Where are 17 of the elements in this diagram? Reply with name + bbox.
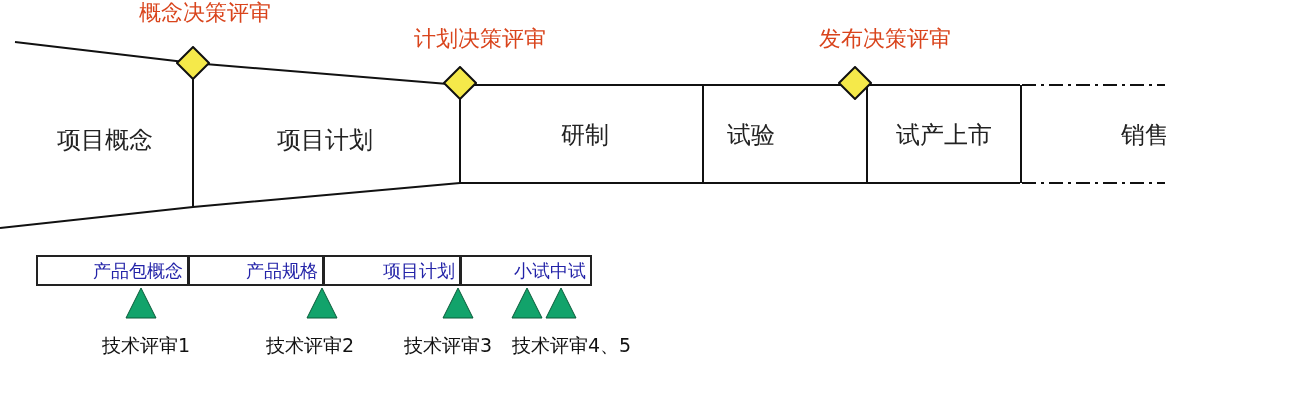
phase-label: 项目概念 xyxy=(20,95,190,185)
decision-review-label: 概念决策评审 xyxy=(138,0,272,26)
phase-label: 研制 xyxy=(470,95,700,175)
deliverable-cell: 小试中试 xyxy=(460,255,592,286)
deliverable-cell: 项目计划 xyxy=(323,255,461,286)
decision-review-label: 发布决策评审 xyxy=(818,26,952,52)
tech-review-label: 技术评审4、5 xyxy=(512,333,632,358)
tech-review-label: 技术评审2 xyxy=(264,332,356,358)
phase-label: 试产上市 xyxy=(870,95,1018,175)
deliverable-cell: 产品规格 xyxy=(188,255,324,286)
phase-label: 试验 xyxy=(706,95,796,175)
deliverable-cell: 产品包概念 xyxy=(36,255,189,286)
decision-review-label: 计划决策评审 xyxy=(413,26,547,52)
tech-review-label: 技术评审1 xyxy=(100,332,192,358)
tech-review-label: 技术评审3 xyxy=(402,332,494,358)
phase-label: 销售 xyxy=(1070,95,1220,175)
phase-label: 项目计划 xyxy=(200,95,450,185)
